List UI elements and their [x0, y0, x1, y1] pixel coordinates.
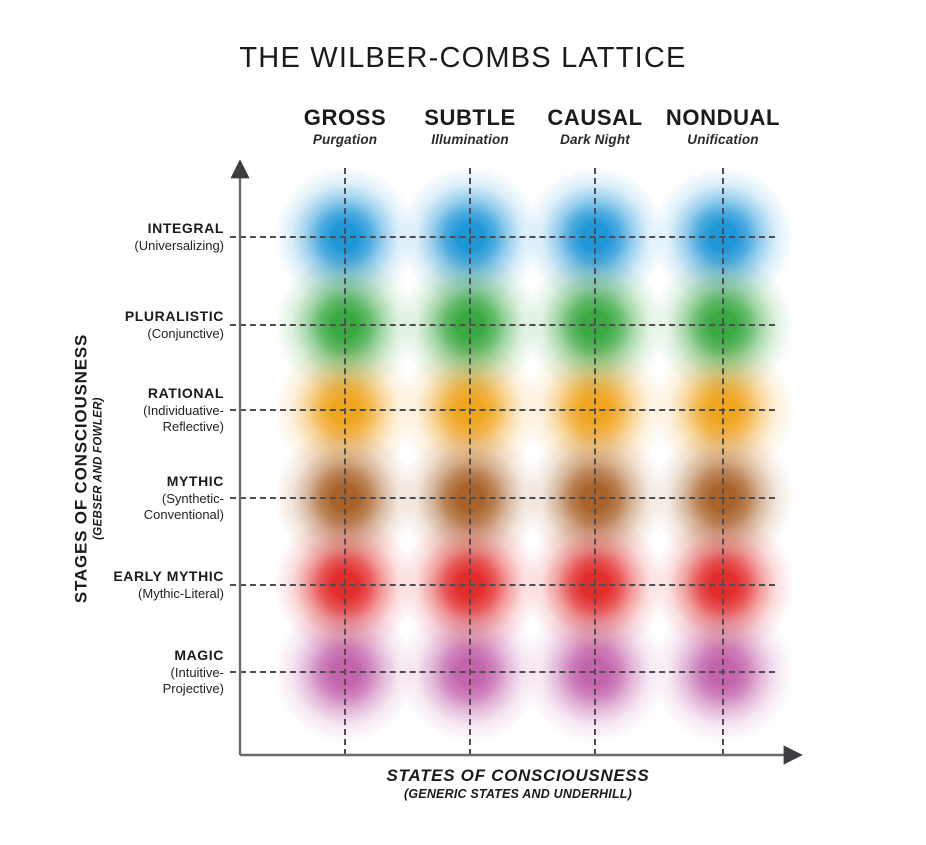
column-header-sub: Dark Night [560, 131, 630, 147]
row-label-name: PLURALISTIC [124, 308, 224, 325]
grid-line-row [230, 671, 775, 673]
grid-line-column [594, 168, 596, 755]
row-label-sub: (Intuitive- [170, 665, 224, 681]
row-label-integral: INTEGRAL(Universalizing) [44, 220, 224, 254]
column-header-sub: Unification [687, 131, 759, 147]
column-header-name: CAUSAL [547, 105, 643, 130]
row-label-name: EARLY MYTHIC [113, 568, 224, 585]
row-label-sub: Reflective) [162, 418, 224, 434]
grid-line-row [230, 236, 775, 238]
grid-line-column [722, 168, 724, 755]
y-axis-title: STAGES OF CONSCIOUSNESS (GEBSER AND FOWL… [72, 319, 105, 619]
y-axis-title-sub: (GEBSER AND FOWLER) [92, 397, 105, 540]
column-header-name: NONDUAL [665, 105, 781, 130]
row-label-sub: (Individuative- [143, 403, 224, 419]
column-header-sub: Purgation [312, 131, 378, 147]
row-label-name: MAGIC [174, 647, 224, 664]
row-label-sub: (Mythic-Literal) [138, 586, 224, 602]
row-label-magic: MAGIC(Intuitive-Projective) [44, 647, 224, 697]
grid-line-row [230, 584, 775, 586]
grid-line-column [344, 168, 346, 755]
row-label-sub: (Universalizing) [134, 238, 224, 254]
row-label-name: MYTHIC [166, 473, 224, 490]
row-label-sub: (Synthetic- [161, 491, 224, 507]
page-title: THE WILBER-COMBS LATTICE [239, 42, 687, 74]
column-header-sub: Illumination [431, 131, 509, 147]
column-header-name: GROSS [303, 105, 387, 130]
grid-line-column [469, 168, 471, 755]
row-label-pluralistic: PLURALISTIC(Conjunctive) [44, 308, 224, 342]
grid-line-row [230, 324, 775, 326]
row-label-early-mythic: EARLY MYTHIC(Mythic-Literal) [44, 568, 224, 602]
row-label-sub: Conventional) [143, 506, 224, 522]
x-axis-title: STATES OF CONSCIOUSNESS (GENERIC STATES … [240, 766, 796, 801]
row-label-sub: (Conjunctive) [147, 326, 224, 342]
grid-line-row [230, 497, 775, 499]
row-label-name: INTEGRAL [147, 220, 224, 237]
row-label-sub: Projective) [162, 680, 224, 696]
grid-line-row [230, 409, 775, 411]
x-axis-title-name: STATES OF CONSCIOUSNESS [386, 766, 650, 785]
row-label-name: RATIONAL [147, 385, 224, 402]
row-label-rational: RATIONAL(Individuative-Reflective) [44, 385, 224, 435]
x-axis-title-sub: (GENERIC STATES AND UNDERHILL) [404, 787, 632, 801]
row-label-mythic: MYTHIC(Synthetic-Conventional) [44, 473, 224, 523]
y-axis-title-name: STAGES OF CONSCIOUSNESS [71, 333, 91, 604]
column-header-name: SUBTLE [424, 105, 516, 130]
